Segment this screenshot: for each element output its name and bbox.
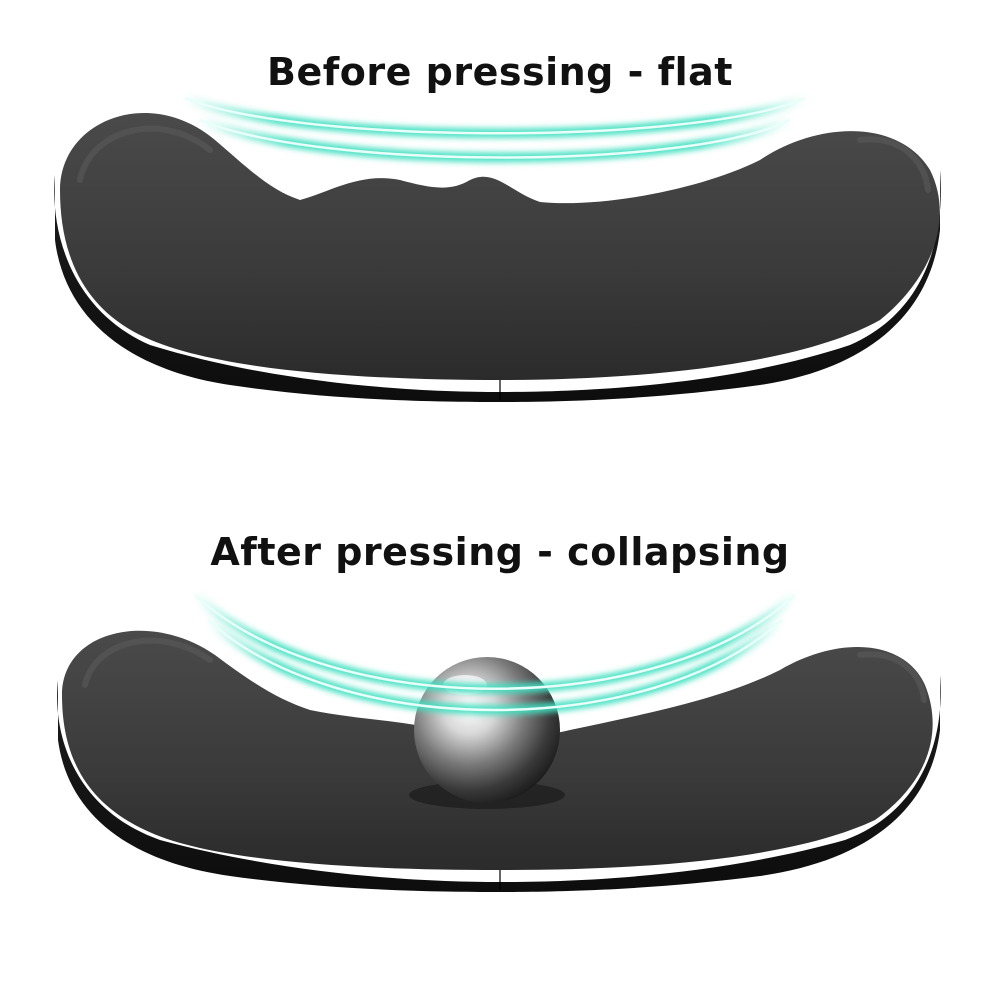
glow-lines-flat (183, 93, 808, 163)
collapsing-cushion-illustration (57, 591, 941, 892)
after-pressing-caption: After pressing - collapsing (210, 530, 790, 574)
cushion-top-face (60, 112, 940, 380)
before-pressing-panel (0, 80, 1000, 410)
after-pressing-panel (0, 570, 1000, 900)
glow-lines-curved (191, 591, 799, 715)
steel-ball-icon (409, 657, 565, 809)
flat-cushion-illustration (54, 93, 941, 402)
before-pressing-caption: Before pressing - flat (267, 50, 733, 94)
